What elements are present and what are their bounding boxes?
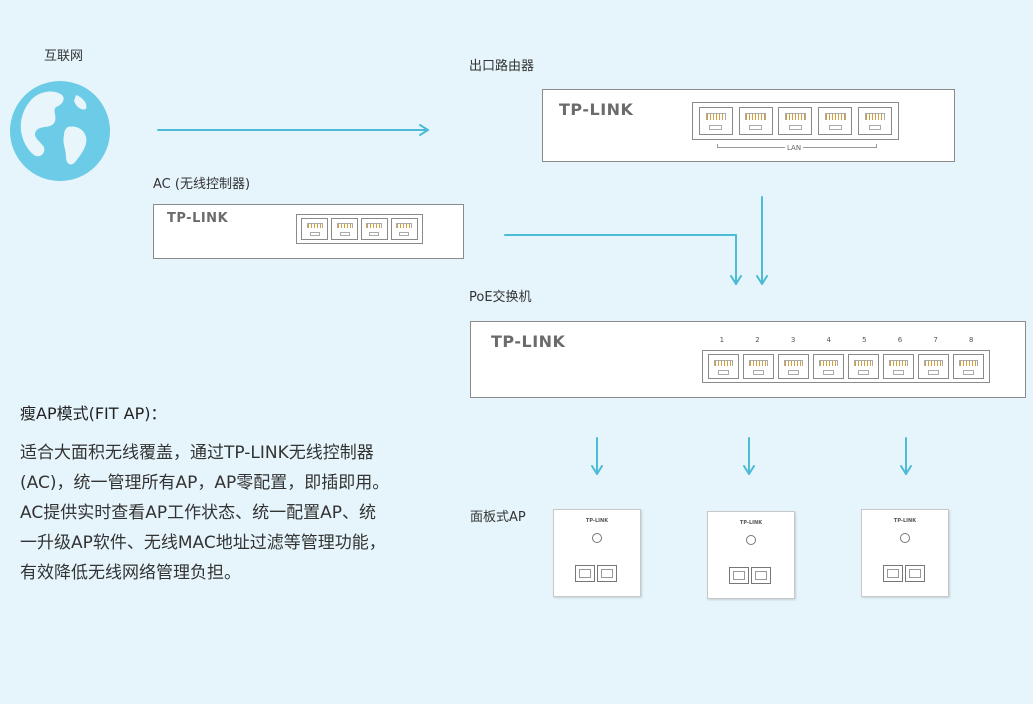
panel-ap-device: TP-LINK <box>861 509 949 597</box>
router-lan-port <box>698 107 733 135</box>
panel-jack-icon <box>883 565 903 582</box>
poe-port <box>743 354 774 379</box>
ac-port <box>360 218 388 240</box>
port-number: 1 <box>719 336 725 344</box>
arrow-head <box>591 465 603 475</box>
poe-port <box>778 354 809 379</box>
router-port-group <box>692 102 899 140</box>
poe-switch-port-numbers: 1 2 3 4 5 6 7 8 <box>704 336 989 344</box>
router-lan-port <box>738 107 773 135</box>
panel-jack-icon <box>751 567 771 584</box>
poe-port <box>848 354 879 379</box>
poe-switch-brand: TP-LINK <box>491 332 566 351</box>
router-lan-label: LAN <box>785 144 804 152</box>
arrow-head <box>756 275 768 285</box>
poe-port <box>883 354 914 379</box>
ac-port <box>301 218 329 240</box>
panel-jack-icon <box>729 567 749 584</box>
poe-port <box>918 354 949 379</box>
panel-jack-icon <box>575 565 595 582</box>
poe-switch-device: TP-LINK 1 2 3 4 5 6 7 8 <box>470 321 1026 398</box>
arrow-head <box>730 275 742 285</box>
ac-device: TP-LINK <box>153 204 464 259</box>
ac-port <box>390 218 418 240</box>
panel-led-icon <box>592 533 602 543</box>
ac-label: AC (无线控制器) <box>153 177 251 192</box>
arrow-head <box>743 465 755 475</box>
globe-icon <box>10 81 110 181</box>
port-number: 8 <box>968 336 974 344</box>
port-number: 4 <box>826 336 831 344</box>
port-number: 7 <box>933 336 938 344</box>
poe-port <box>813 354 844 379</box>
poe-port <box>708 354 739 379</box>
panel-brand: TP-LINK <box>893 518 917 524</box>
panel-brand: TP-LINK <box>739 520 763 526</box>
arrow-head <box>419 124 429 136</box>
arrow-head <box>900 465 912 475</box>
port-number: 6 <box>897 336 903 344</box>
poe-switch-port-group <box>702 350 990 383</box>
router-lan-port <box>818 107 853 135</box>
panel-jack-icon <box>597 565 617 582</box>
panel-ap-device: TP-LINK <box>707 511 795 599</box>
panel-jacks <box>883 565 925 582</box>
mode-description: 适合大面积无线覆盖，通过TP-LINK无线控制器(AC)，统一管理所有AP，AP… <box>20 443 390 583</box>
panel-jacks <box>729 567 771 584</box>
mode-heading: 瘦AP模式(FIT AP)： <box>20 404 167 423</box>
arrow-ac-to-switch <box>504 234 737 285</box>
ac-port <box>331 218 359 240</box>
router-lan-port <box>778 107 813 135</box>
poe-switch-label: PoE交换机 <box>469 290 532 305</box>
router-device: TP-LINK LAN <box>542 89 955 162</box>
router-brand: TP-LINK <box>559 100 634 119</box>
poe-port <box>953 354 984 379</box>
panel-brand: TP-LINK <box>585 518 609 524</box>
panel-ap-label: 面板式AP <box>470 510 526 525</box>
ac-port-group <box>296 214 423 244</box>
internet-label: 互联网 <box>44 49 84 64</box>
panel-jack-icon <box>905 565 925 582</box>
port-number: 2 <box>755 336 760 344</box>
port-number: 3 <box>790 336 796 344</box>
panel-jacks <box>575 565 617 582</box>
panel-led-icon <box>900 533 910 543</box>
router-lan-port <box>858 107 893 135</box>
panel-led-icon <box>746 535 756 545</box>
panel-ap-device: TP-LINK <box>553 509 641 597</box>
port-number: 5 <box>862 336 867 344</box>
router-label: 出口路由器 <box>469 59 535 74</box>
ac-brand: TP-LINK <box>167 211 229 226</box>
